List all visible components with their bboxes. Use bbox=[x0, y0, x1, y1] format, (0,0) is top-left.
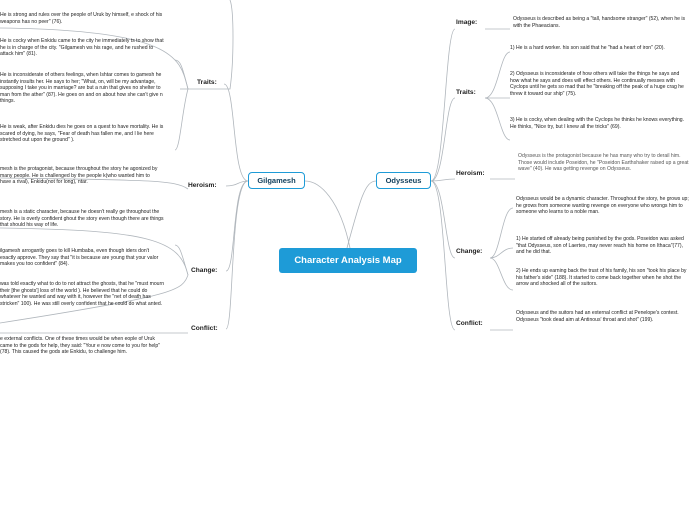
odysseus-heroism-label[interactable]: Heroism: bbox=[456, 170, 485, 177]
odysseus-node[interactable]: Odysseus bbox=[376, 172, 431, 189]
gilgamesh-change-static[interactable]: mesh is a static character, because he d… bbox=[0, 209, 164, 229]
odysseus-trait-hardworker[interactable]: 1) He is a hard worker. his son said tha… bbox=[510, 45, 665, 51]
odysseus-change-punished[interactable]: 1) He started off already being punished… bbox=[516, 236, 684, 256]
gilgamesh-change-ghosts[interactable]: was told exactly what to do to not attra… bbox=[0, 281, 165, 307]
gilgamesh-trait-inconsiderate[interactable]: He is inconsiderate of others feelings, … bbox=[0, 72, 163, 105]
gilgamesh-conflict-text[interactable]: e external conflicts. One of these times… bbox=[0, 336, 161, 356]
odysseus-trait-cocky[interactable]: 3) He is cocky, when dealing with the Cy… bbox=[510, 117, 685, 130]
gilgamesh-traits-label[interactable]: Traits: bbox=[197, 79, 217, 86]
odysseus-heroism-text[interactable]: Odysseus is the protagonist because he h… bbox=[518, 153, 689, 173]
central-topic[interactable]: Character Analysis Map bbox=[279, 248, 417, 273]
odysseus-change-label[interactable]: Change: bbox=[456, 248, 483, 255]
odysseus-image-label[interactable]: Image: bbox=[456, 19, 478, 26]
gilgamesh-trait-weak[interactable]: He is weak, after Enkidu dies he goes on… bbox=[0, 124, 164, 144]
gilgamesh-trait-strong[interactable]: He is strong and rules over the people o… bbox=[0, 12, 163, 25]
odysseus-trait-inconsiderate[interactable]: 2) Odysseus is inconsiderate of how othe… bbox=[510, 71, 684, 97]
odysseus-conflict-label[interactable]: Conflict: bbox=[456, 320, 483, 327]
gilgamesh-heroism-label[interactable]: Heroism: bbox=[188, 182, 217, 189]
gilgamesh-change-label[interactable]: Change: bbox=[191, 267, 218, 274]
odysseus-image-text[interactable]: Odysseus is described as being a "tall, … bbox=[513, 16, 686, 29]
odysseus-change-dynamic[interactable]: Odysseus would be a dynamic character. T… bbox=[516, 196, 689, 216]
odysseus-change-trust[interactable]: 2) He ends up earning back the trust of … bbox=[516, 268, 687, 288]
odysseus-traits-label[interactable]: Traits: bbox=[456, 89, 476, 96]
odysseus-conflict-text[interactable]: Odysseus and the suitors had an external… bbox=[516, 310, 679, 323]
gilgamesh-trait-cocky[interactable]: He is cocky when Enkidu came to the city… bbox=[0, 38, 164, 58]
gilgamesh-change-humbaba[interactable]: ilgamesh arrogantly goes to kill Humbaba… bbox=[0, 248, 159, 268]
gilgamesh-heroism-text[interactable]: mesh is the protagonist, because through… bbox=[0, 166, 158, 186]
gilgamesh-conflict-label[interactable]: Conflict: bbox=[191, 325, 218, 332]
gilgamesh-node[interactable]: Gilgamesh bbox=[248, 172, 305, 189]
